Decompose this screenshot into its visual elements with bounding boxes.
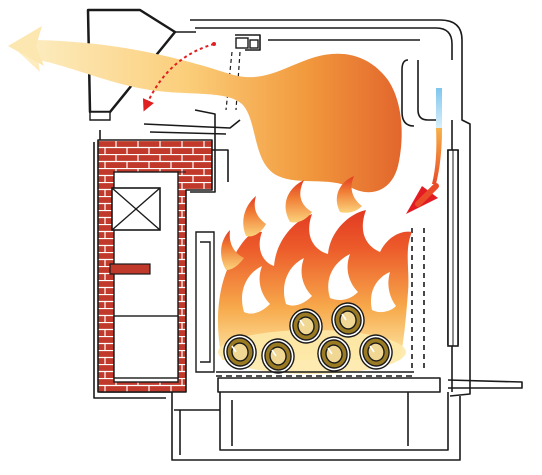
door-glass	[436, 88, 459, 347]
top-latch	[235, 37, 259, 49]
fire-grate	[216, 371, 414, 377]
flame-tongue-1	[243, 196, 266, 237]
log-4	[331, 302, 365, 338]
log-1	[223, 334, 257, 370]
lower-compartment	[113, 315, 179, 379]
exhaust-smoke	[12, 28, 402, 193]
flame-tongue-2	[285, 180, 312, 223]
flame-tongue-4	[221, 230, 244, 270]
firebox-left-wall	[195, 231, 215, 373]
brick-lining	[97, 139, 213, 393]
log-2	[261, 338, 295, 374]
log-5	[317, 336, 351, 372]
log-6	[359, 334, 393, 370]
exhaust-arrow-head	[8, 26, 44, 66]
log-stack	[223, 302, 393, 374]
secondary-air-intake-arrow	[406, 128, 442, 214]
flame-tongue-3	[336, 176, 362, 213]
recirculation-arrow	[142, 43, 215, 112]
log-3	[289, 308, 323, 344]
air-damper-box	[111, 187, 161, 231]
flame-highlights	[242, 254, 396, 314]
brick-ledge	[109, 263, 151, 275]
